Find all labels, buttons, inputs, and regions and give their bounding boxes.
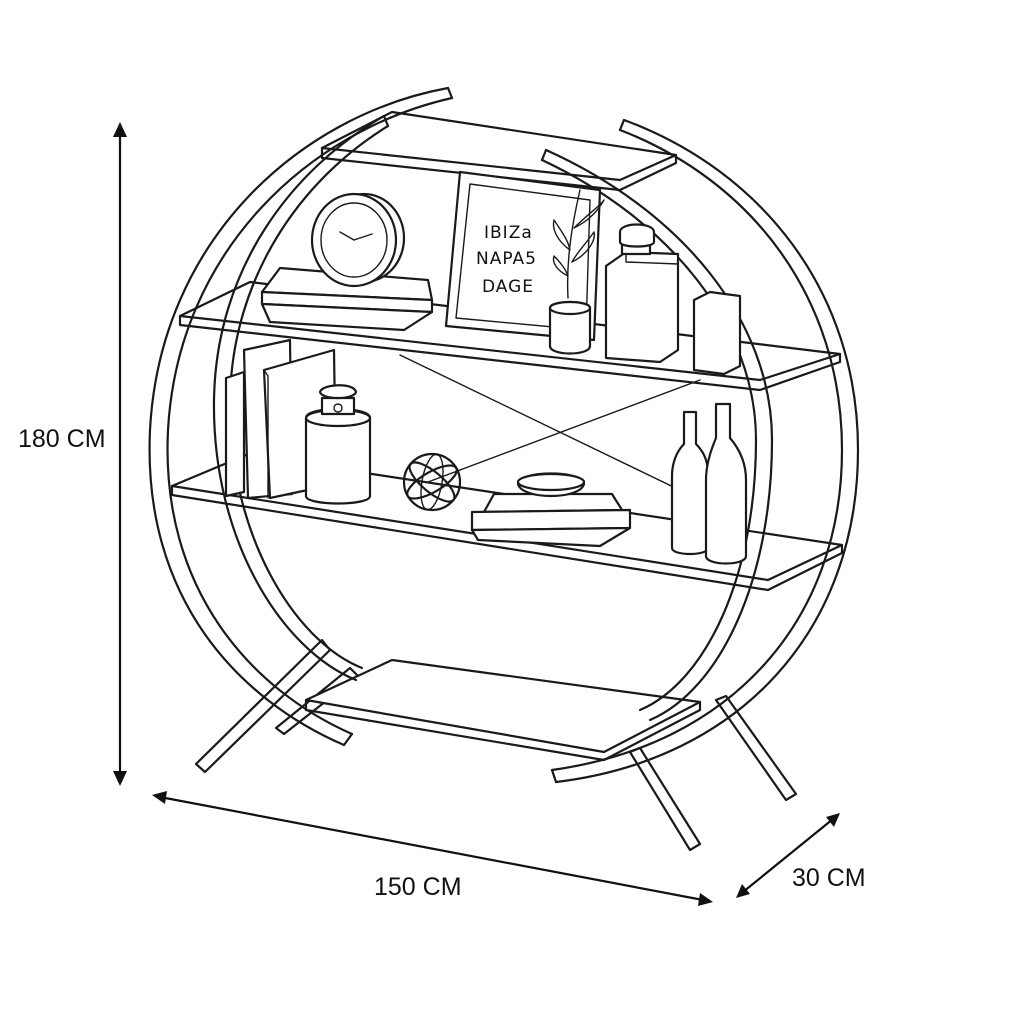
- bowl-icon: [516, 472, 586, 498]
- depth-label: 30 CM: [792, 864, 866, 892]
- height-dimension: 180 CM: [18, 122, 127, 786]
- poster-line-2: NAPA5: [476, 249, 537, 269]
- poster-line-1: IBIZa: [484, 223, 533, 243]
- plant-vase-icon: [548, 189, 605, 355]
- shelf-legs: [194, 638, 798, 852]
- decanter-icon: [604, 223, 680, 364]
- height-label: 180 CM: [18, 425, 106, 453]
- clock-icon: [310, 192, 406, 288]
- orb-sculpture-icon: [402, 452, 462, 512]
- jar-icon: [304, 384, 372, 505]
- poster-line-3: DAGE: [482, 277, 534, 297]
- width-label: 150 CM: [374, 873, 462, 901]
- curved-frame: [148, 86, 860, 784]
- cross-brace: [399, 354, 701, 496]
- small-box-icon: [692, 290, 742, 376]
- width-dimension: 150 CM: [152, 791, 713, 906]
- depth-dimension: 30 CM: [736, 813, 866, 898]
- bottle-icon-left: [670, 410, 710, 556]
- bottle-icon-right: [704, 402, 748, 565]
- book-stack-middle: [470, 492, 632, 548]
